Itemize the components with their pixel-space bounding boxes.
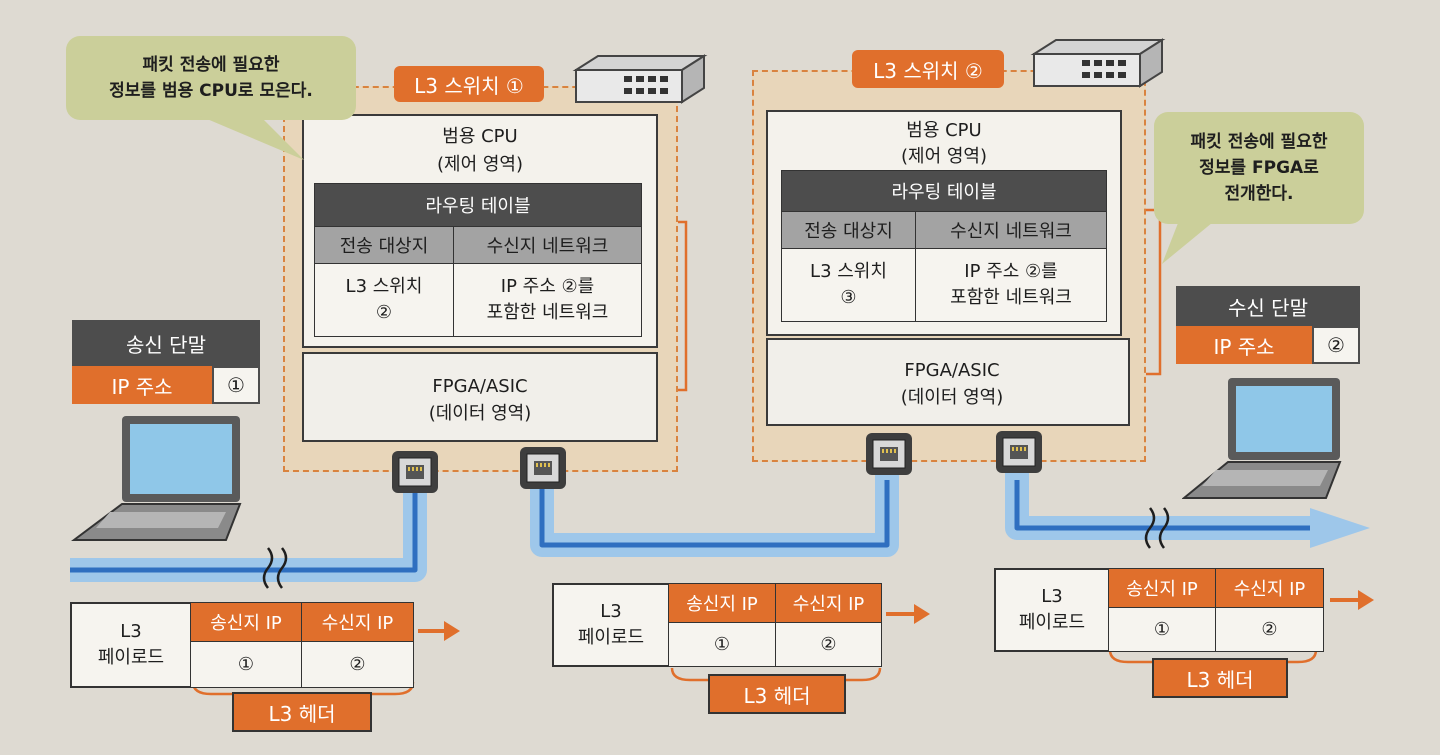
packet1-payload: L3 페이로드 xyxy=(72,604,190,686)
packet2-src-value: ① xyxy=(668,622,776,667)
note-bubble-right-line1: 패킷 전송에 필요한 xyxy=(1190,132,1328,152)
switch2-row-destination: L3 스위치 ③ xyxy=(781,248,916,322)
cable-break-mark xyxy=(262,547,288,589)
note-bubble-right-line3: 전개한다. xyxy=(1224,184,1294,204)
packet3-payload: L3 페이로드 xyxy=(996,570,1108,650)
note-bubble-left-line1: 패킷 전송에 필요한 xyxy=(142,55,280,75)
packet1-src-label: 송신지 IP xyxy=(190,602,302,642)
packet3-src-label: 송신지 IP xyxy=(1108,568,1216,608)
switch2-cpu-subtitle: (제어 영역) xyxy=(900,146,987,167)
switch2-row-network: IP 주소 ②를 포함한 네트워크 xyxy=(915,248,1107,322)
sender-ip-value: ① xyxy=(212,366,260,404)
note-bubble-right-tail xyxy=(1162,218,1218,264)
switch1-row-network-line1: IP 주소 ②를 xyxy=(500,276,595,297)
sender-laptop-icon xyxy=(71,416,242,541)
packet2-src-label: 송신지 IP xyxy=(668,583,776,623)
switch1-row-network-line2: 포함한 네트워크 xyxy=(486,302,609,323)
switch2-row-network-line2: 포함한 네트워크 xyxy=(950,287,1072,308)
switch1-col-network: 수신지 네트워크 xyxy=(453,226,642,264)
note-bubble-left: 패킷 전송에 필요한 정보를 범용 CPU로 모은다. xyxy=(66,36,356,120)
packet1-dst-value: ② xyxy=(301,641,414,688)
packet3-payload-line1: L3 xyxy=(1041,586,1063,607)
packet2-header-label: L3 헤더 xyxy=(708,674,846,714)
switch1-cpu-subtitle: (제어 영역) xyxy=(436,154,523,175)
receiver-title: 수신 단말 xyxy=(1176,286,1360,326)
switch1-col-destination: 전송 대상지 xyxy=(314,226,454,264)
note-bubble-left-tail xyxy=(200,116,304,160)
switch1-fpga-panel xyxy=(302,352,658,442)
switch1-row-destination-line1: L3 스위치 xyxy=(345,276,423,297)
switch2-col-network: 수신지 네트워크 xyxy=(915,211,1107,249)
packet3-payload-line2: 페이로드 xyxy=(1018,612,1086,633)
ethernet-port-icon xyxy=(1002,437,1036,467)
switch2-port-left xyxy=(866,433,912,475)
packet1-payload-line2: 페이로드 xyxy=(97,647,165,668)
switch1-fpga-subtitle: (데이터 영역) xyxy=(428,403,532,424)
sender-title: 송신 단말 xyxy=(72,320,260,366)
switch2-fpga-title: FPGA/ASIC xyxy=(904,359,1000,381)
sender-ip-label: IP 주소 xyxy=(72,366,212,404)
switch1-row-destination-line2: ② xyxy=(375,302,393,323)
ethernet-port-icon xyxy=(526,453,560,483)
switch2-fpga-subtitle: (데이터 영역) xyxy=(900,387,1004,408)
switch1-row-network: IP 주소 ②를 포함한 네트워크 xyxy=(453,263,642,337)
packet1-payload-line1: L3 xyxy=(120,621,142,642)
switch2-routing-table-title: 라우팅 테이블 xyxy=(781,170,1107,212)
switch1-cpu-title: 범용 CPU xyxy=(442,126,518,147)
switch2-cpu-title: 범용 CPU xyxy=(906,120,982,141)
switch1-row-destination: L3 스위치 ② xyxy=(314,263,454,337)
receiver-ip-value: ② xyxy=(1312,326,1360,364)
switch2-port-right xyxy=(996,431,1042,473)
ethernet-port-icon xyxy=(872,439,906,469)
switch1-port-left xyxy=(392,451,438,493)
switch1-port-right xyxy=(520,447,566,489)
switch1-routing-table-title: 라우팅 테이블 xyxy=(314,183,642,227)
receiver-laptop-icon xyxy=(1182,378,1342,499)
packet1-dst-label: 수신지 IP xyxy=(301,602,414,642)
packet3-header-label: L3 헤더 xyxy=(1152,658,1288,698)
receiver-ip-label: IP 주소 xyxy=(1176,326,1312,364)
packet3-dst-value: ② xyxy=(1215,607,1324,652)
switch2-row-destination-line2: ③ xyxy=(840,287,857,308)
flow-arrowhead xyxy=(1310,508,1370,548)
packet3-src-value: ① xyxy=(1108,607,1216,652)
note-bubble-right-line2: 정보를 FPGA로 xyxy=(1199,158,1319,178)
switch2-row-destination-line1: L3 스위치 xyxy=(810,261,887,282)
switch2-row-network-line1: IP 주소 ②를 xyxy=(964,261,1058,282)
packet2-payload: L3 페이로드 xyxy=(554,585,668,665)
ethernet-port-icon xyxy=(398,457,432,487)
switch2-fpga-panel xyxy=(766,338,1130,426)
switch2-name: L3 스위치 ② xyxy=(852,50,1004,88)
packet2-payload-line1: L3 xyxy=(600,601,622,622)
cable-break-mark xyxy=(1144,507,1170,549)
packet2-dst-label: 수신지 IP xyxy=(775,583,882,623)
switch1-fpga-title: FPGA/ASIC xyxy=(432,375,528,397)
switch2-col-destination: 전송 대상지 xyxy=(781,211,916,249)
note-bubble-left-line2: 정보를 범용 CPU로 모은다. xyxy=(109,81,313,101)
note-bubble-right: 패킷 전송에 필요한 정보를 FPGA로 전개한다. xyxy=(1154,112,1364,224)
switch1-name: L3 스위치 ① xyxy=(394,66,544,102)
packet1-src-value: ① xyxy=(190,641,302,688)
switch2-device-icon xyxy=(1030,38,1166,88)
packet2-dst-value: ② xyxy=(775,622,882,667)
switch1-device-icon xyxy=(572,54,708,104)
packet2-payload-line2: 페이로드 xyxy=(577,627,645,648)
packet1-header-label: L3 헤더 xyxy=(232,692,372,732)
packet3-dst-label: 수신지 IP xyxy=(1215,568,1324,608)
